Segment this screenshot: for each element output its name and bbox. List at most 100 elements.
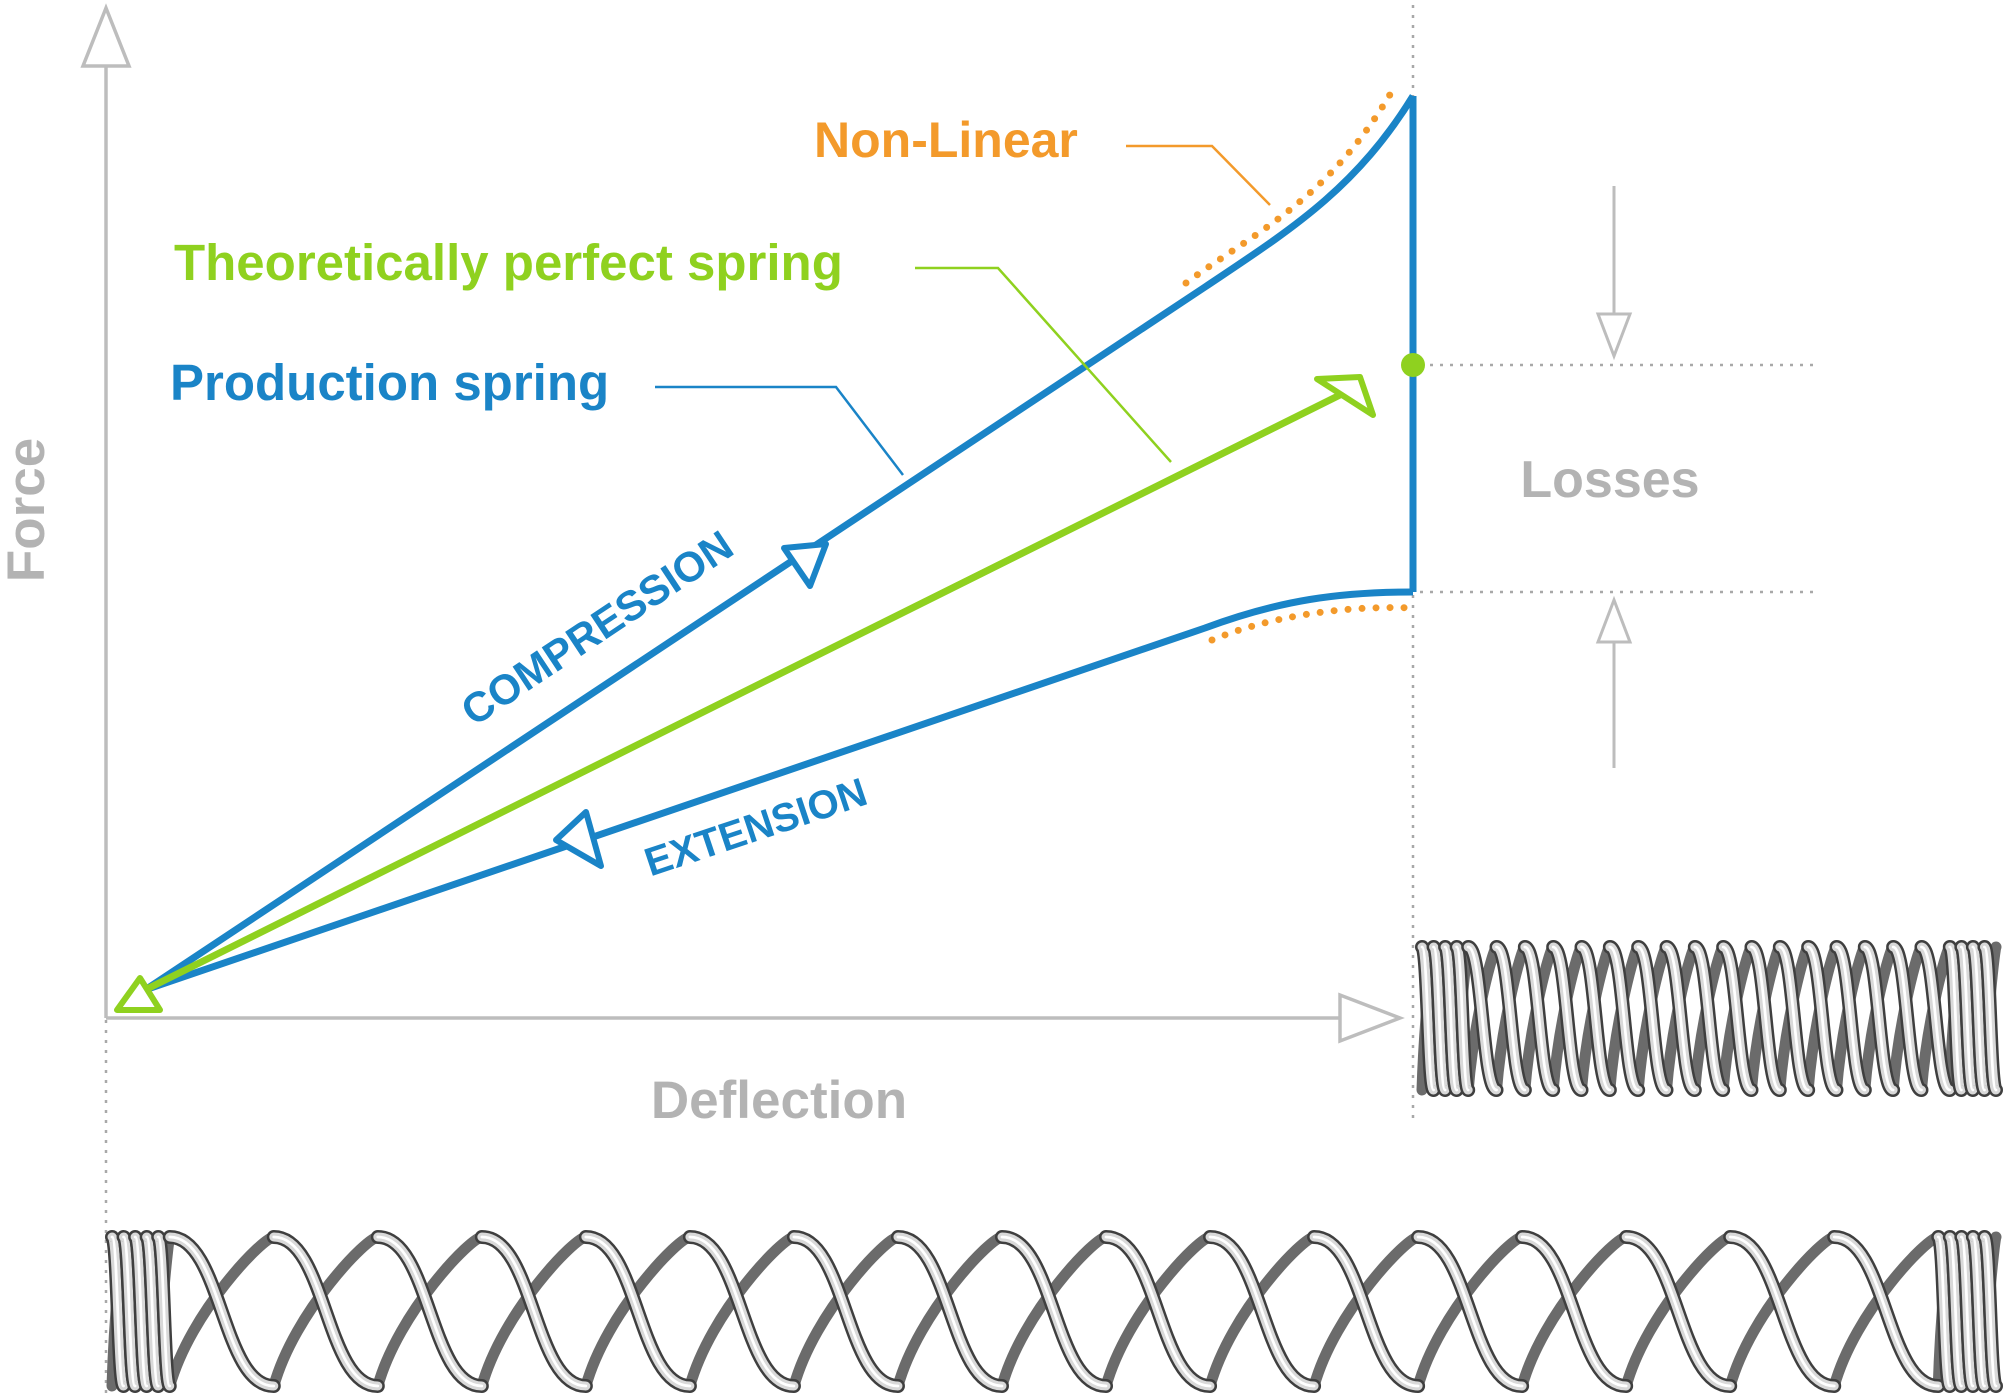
spring-coil-shine <box>1721 945 1753 1092</box>
losses-down-arrow-icon <box>1595 312 1633 361</box>
spring-coil-shine <box>1835 945 1867 1092</box>
non-linear-lower-dots <box>1208 604 1417 644</box>
x-axis-arrow-icon <box>1338 992 1405 1044</box>
compression-curve <box>143 94 1416 993</box>
production-spring-curve <box>143 94 1417 994</box>
spring-coil-back <box>1620 1231 1736 1392</box>
spring-coil-shine <box>272 1235 380 1388</box>
non-linear-upper-dots <box>1182 82 1399 287</box>
x-axis-label: Deflection <box>651 1071 907 1130</box>
spring-coil-shine <box>1936 1235 1952 1388</box>
spring-coil-shine <box>133 1235 149 1388</box>
spring-coil-shine <box>156 1235 172 1388</box>
theoretical-spring-curve <box>114 353 1425 1013</box>
y-axis-arrow-icon <box>80 3 132 68</box>
theoretical-end-point <box>1401 353 1425 377</box>
spring-coil-shine <box>1863 945 1895 1092</box>
spring-coil-back <box>164 1231 280 1392</box>
spring-coil-shine <box>1948 945 1963 1092</box>
origin-arrow-icon <box>114 975 163 1013</box>
spring-coil-shine <box>145 1235 160 1388</box>
spring-coil-shine <box>1728 1235 1836 1388</box>
spring-coil-back <box>684 1231 800 1392</box>
spring-coil-back <box>892 1231 1008 1392</box>
theoretical-end-arrow-icon <box>1314 374 1376 418</box>
spring-coil-shine <box>1665 945 1697 1092</box>
spring-coil-shine <box>1312 1235 1420 1388</box>
spring-coil-shine <box>1495 945 1527 1092</box>
compression-arrow-icon <box>781 541 829 589</box>
losses-label: Losses <box>1520 451 1699 509</box>
spring-coil-shine <box>1750 945 1782 1092</box>
spring-coil-shine <box>168 1235 276 1388</box>
theoretical-spring-label: Theoretically perfect spring <box>174 234 843 291</box>
axes <box>80 3 1405 1044</box>
spring-coil-shine <box>1104 1235 1212 1388</box>
spring-coil-shine <box>1891 945 1923 1092</box>
spring-coil-back <box>1828 1231 1944 1392</box>
theoretical-leader <box>915 266 1172 463</box>
production-leader <box>655 385 904 476</box>
theoretical-line <box>143 381 1362 994</box>
spring-coil-back <box>372 1231 488 1392</box>
guide-lines <box>104 5 1820 1393</box>
spring-coil-shine <box>1971 945 1986 1092</box>
extension-curve <box>143 588 1414 994</box>
spring-coil-shine <box>1806 945 1838 1092</box>
spring-coil-back <box>788 1231 904 1392</box>
spring-coil-shine <box>110 1235 125 1388</box>
spring-coil-back <box>580 1231 696 1392</box>
spring-coil-shine <box>1624 1235 1732 1388</box>
spring-coil-shine <box>1983 1235 1998 1388</box>
y-axis-label: Force <box>0 438 56 582</box>
spring-coil-shine <box>1983 945 1998 1092</box>
non-linear-leader <box>1126 144 1271 206</box>
spring-coil-shine <box>122 1235 137 1388</box>
spring-coil-shine <box>1523 945 1555 1092</box>
spring-coil-shine <box>1693 945 1725 1092</box>
compression-label: COMPRESSION <box>453 521 741 734</box>
leader-lines <box>655 144 1271 476</box>
spring-coil-shine <box>1948 1235 1963 1388</box>
spring-coil-back <box>996 1231 1112 1392</box>
spring-coil-back <box>1516 1231 1632 1392</box>
spring-coil-back <box>1308 1231 1424 1392</box>
extension-label: EXTENSION <box>639 770 872 885</box>
spring-coil-shine <box>584 1235 692 1388</box>
spring-coil-shine <box>1920 945 1952 1092</box>
spring-coil-shine <box>896 1235 1004 1388</box>
spring-coil-shine <box>1551 945 1583 1092</box>
spring-coil-back <box>1412 1231 1528 1392</box>
non-linear-label: Non-Linear <box>814 112 1078 168</box>
spring-coil-shine <box>1520 1235 1628 1388</box>
spring-coil-shine <box>1208 1235 1316 1388</box>
spring-coil-shine <box>792 1235 900 1388</box>
extended-spring-illustration <box>105 1230 2003 1393</box>
spring-coil-shine <box>1636 945 1668 1092</box>
spring-coil-shine <box>480 1235 588 1388</box>
spring-coil-shine <box>1455 945 1470 1092</box>
spring-coil-back <box>476 1231 592 1392</box>
losses-up-arrow-icon <box>1595 595 1633 644</box>
spring-coil-back <box>268 1231 384 1392</box>
spring-coil-shine <box>1971 1235 1986 1388</box>
spring-coil-shine <box>1959 945 1975 1092</box>
production-spring-label: Production spring <box>170 354 609 411</box>
non-linear-markers <box>1182 82 1417 644</box>
spring-coil-shine <box>1416 1235 1524 1388</box>
extension-arrow-icon <box>553 809 604 869</box>
spring-coil-back <box>1724 1231 1840 1392</box>
spring-coil-shine <box>1778 945 1810 1092</box>
spring-coil-shine <box>1608 945 1640 1092</box>
spring-coil-shine <box>688 1235 796 1388</box>
spring-coil-shine <box>1466 945 1498 1092</box>
spring-coil-shine <box>1443 945 1459 1092</box>
spring-coil-shine <box>1832 1235 1940 1388</box>
spring-coil-back <box>1204 1231 1320 1392</box>
spring-coil-shine <box>1000 1235 1108 1388</box>
spring-coil-shine <box>1580 945 1612 1092</box>
losses-indicator <box>1595 186 1633 768</box>
spring-coil-shine <box>1420 945 1435 1092</box>
spring-coil-back <box>1100 1231 1216 1392</box>
